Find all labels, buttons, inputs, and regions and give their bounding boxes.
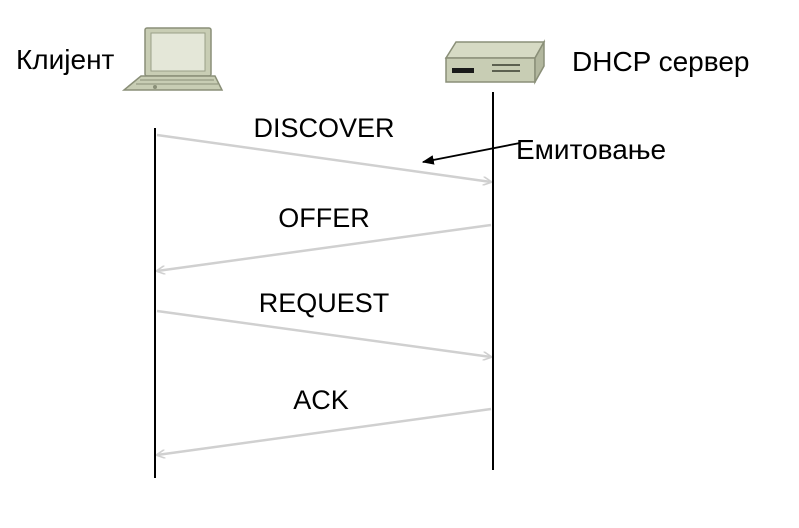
annotation-arrow [421, 142, 521, 165]
client-label: Клијент [16, 44, 115, 75]
offer-label: OFFER [278, 203, 370, 233]
ack-label: ACK [293, 385, 349, 415]
request-arrow [156, 309, 491, 357]
server-label: DHCP сервер [572, 46, 750, 77]
laptop-icon [121, 27, 224, 91]
ack-arrow [157, 407, 492, 455]
discover-arrow [156, 133, 491, 182]
server-icon [444, 39, 546, 85]
broadcast-annotation: Емитовање [516, 134, 667, 165]
offer-arrow [157, 223, 492, 271]
request-label: REQUEST [258, 288, 390, 318]
discover-label: DISCOVER [253, 113, 395, 143]
